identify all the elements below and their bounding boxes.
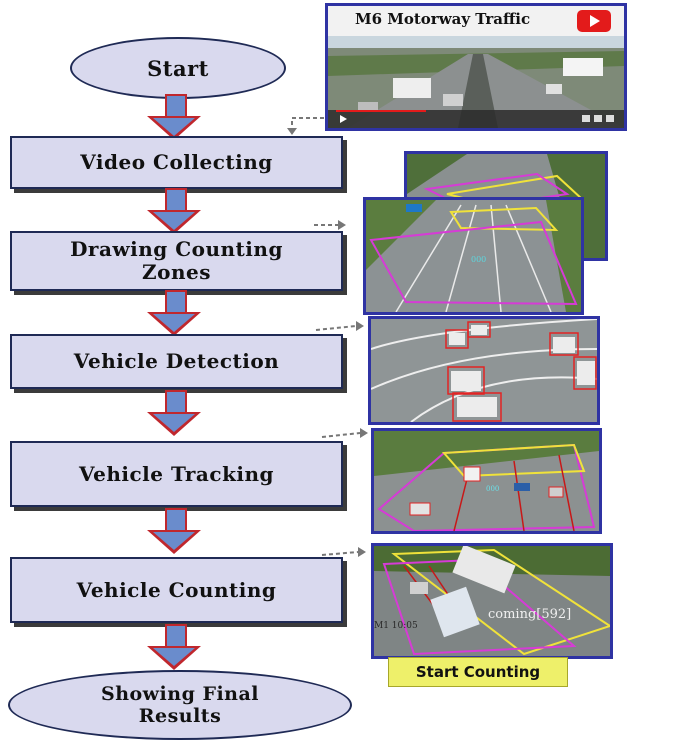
step-video-collecting: Video Collecting <box>10 136 343 189</box>
step-label: Vehicle Detection <box>73 349 280 373</box>
counting-frame-text: M1 10:05 <box>374 621 418 631</box>
step-vehicle-tracking: Vehicle Tracking <box>10 441 343 507</box>
detection-thumbnail <box>368 316 600 425</box>
tracking-thumbnail: 000 <box>371 428 602 534</box>
end-oval: Showing Final Results <box>8 670 352 740</box>
step-label: Drawing Counting Zones <box>70 237 283 284</box>
step-vehicle-detection: Vehicle Detection <box>10 334 343 389</box>
end-label: Showing Final Results <box>100 683 260 727</box>
arrow-down <box>147 290 201 336</box>
arrow-down <box>147 624 201 670</box>
video-title: M6 Motorway Traffic <box>355 10 531 28</box>
start-counting-label: Start Counting <box>388 657 568 687</box>
step-vehicle-counting: Vehicle Counting <box>10 557 343 623</box>
counting-thumbnail <box>371 543 613 659</box>
step-drawing-zones: Drawing Counting Zones <box>10 231 343 291</box>
video-thumbnail <box>325 3 627 131</box>
arrow-down <box>147 508 201 554</box>
zones-thumbnail: 000 <box>363 197 584 315</box>
arrow-down <box>147 188 201 234</box>
step-label: Vehicle Tracking <box>78 461 275 486</box>
youtube-play-icon <box>577 10 611 32</box>
svg-text:000: 000 <box>471 255 486 264</box>
counting-overlay-label: coming[592] <box>488 607 572 622</box>
svg-text:000: 000 <box>486 485 499 493</box>
start-label: Start <box>147 55 209 81</box>
arrow-down <box>147 390 201 436</box>
start-oval: Start <box>70 37 286 99</box>
arrow-down <box>147 94 201 140</box>
step-label: Vehicle Counting <box>76 577 277 602</box>
step-label: Video Collecting <box>80 150 273 174</box>
